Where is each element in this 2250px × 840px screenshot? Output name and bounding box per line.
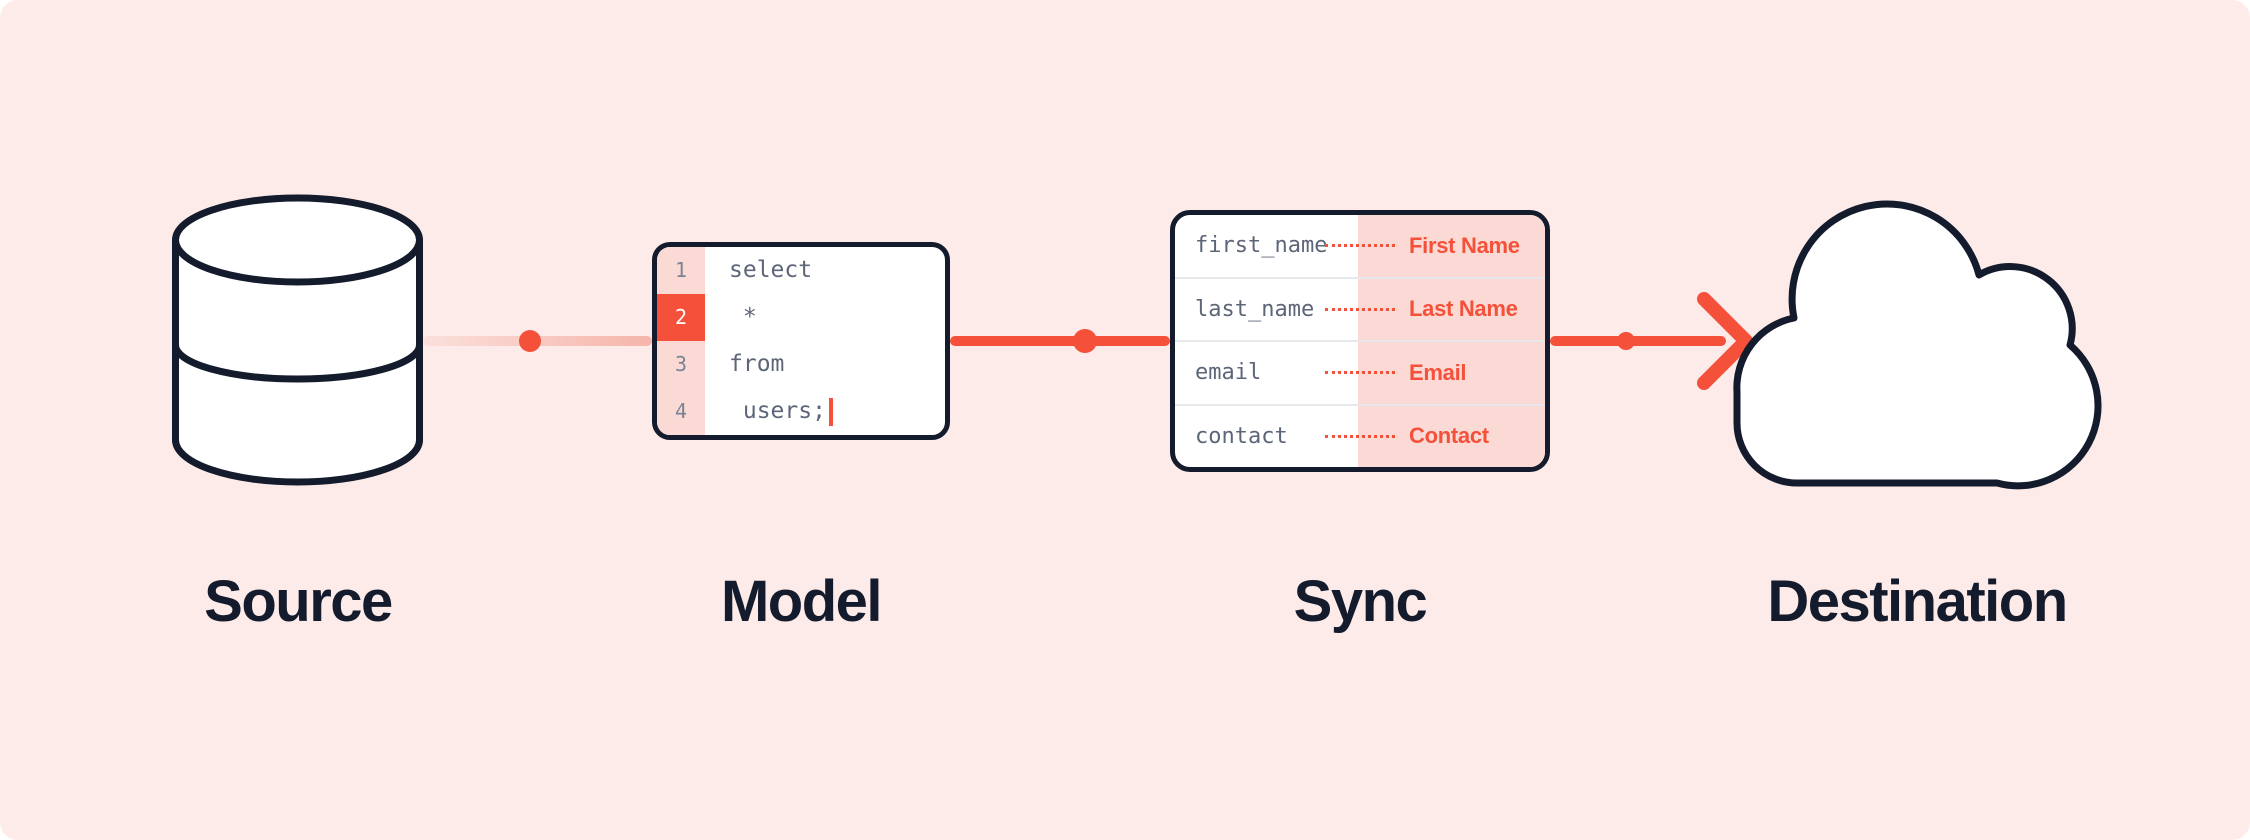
code-text: users; (705, 388, 945, 435)
cloud-icon (1733, 200, 2102, 490)
target-field: Last Name (1409, 296, 1518, 322)
mapping-table: first_name First Name last_name Last Nam… (1170, 210, 1550, 472)
flow-dot-icon (519, 330, 541, 352)
line-number: 1 (657, 247, 705, 294)
connector-model-sync (950, 329, 1170, 353)
line-number: 2 (657, 294, 705, 341)
stage-label-source: Source (204, 569, 393, 634)
arrowhead-icon (1697, 292, 1753, 390)
code-text: * (729, 304, 757, 330)
connector-sync-destination (1550, 292, 1753, 390)
code-text: from (729, 351, 785, 377)
source-field: first_name (1195, 233, 1328, 259)
code-line-highlighted: 2 * (657, 294, 945, 341)
dotted-connector-icon (1325, 244, 1395, 248)
source-field: email (1195, 360, 1262, 386)
mapping-row: email Email (1175, 342, 1545, 406)
code-line: 3 from (657, 341, 945, 388)
line-number: 3 (657, 341, 705, 388)
target-field: Contact (1409, 423, 1489, 449)
target-field: Email (1409, 359, 1467, 385)
stage-label-sync: Sync (1293, 569, 1428, 634)
code-text: users; (729, 398, 826, 424)
flow-dot-icon (1073, 329, 1097, 353)
dotted-connector-icon (1325, 434, 1395, 438)
sql-editor-panel: 1 select 2 * 3 from 4 users; (652, 242, 950, 440)
dotted-connector-icon (1325, 307, 1395, 311)
source-field: last_name (1195, 296, 1315, 322)
source-field: contact (1195, 423, 1288, 449)
connector-source-model (423, 330, 652, 352)
mapping-row: last_name Last Name (1175, 279, 1545, 342)
mapping-row: first_name First Name (1175, 215, 1545, 279)
mapping-row: contact Contact (1175, 406, 1545, 468)
stage-label-model: Model (720, 569, 883, 634)
code-text: select (729, 257, 813, 283)
database-icon (172, 194, 423, 486)
code-line: 4 users; (657, 388, 945, 435)
line-number: 4 (657, 388, 705, 435)
flow-dot-icon (1617, 332, 1635, 350)
stage-label-destination: Destination (1767, 569, 2068, 634)
code-line: 1 select (657, 247, 945, 294)
target-field: First Name (1409, 232, 1520, 258)
text-cursor-icon (828, 397, 833, 426)
dotted-connector-icon (1325, 371, 1395, 375)
